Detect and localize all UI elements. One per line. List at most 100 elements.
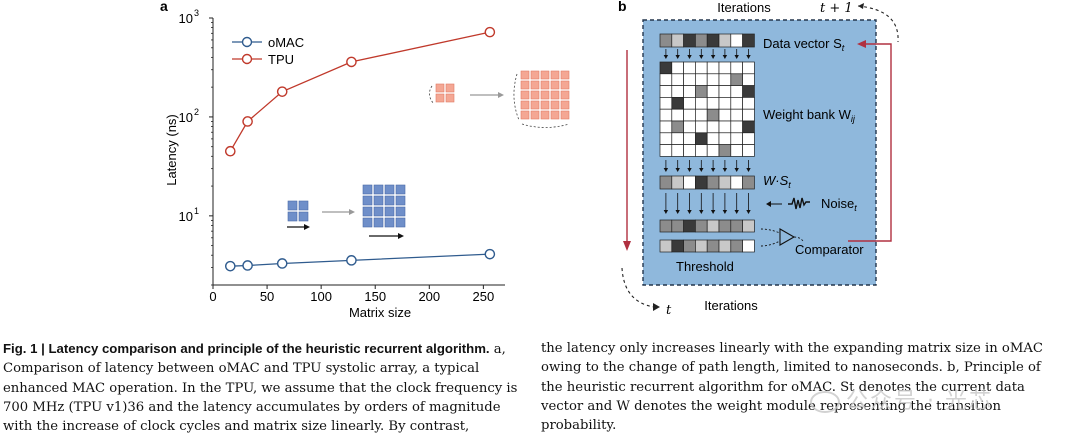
ws-vector-cells: [659, 175, 755, 190]
tpu-large-cell: [540, 90, 550, 100]
algorithm-diagram: Iterations Iterations t + 1 t Data vecto…: [621, 0, 899, 318]
tpu-large-cell: [550, 70, 560, 80]
weight-cell: [683, 61, 696, 75]
weight-cell: [706, 132, 720, 145]
weight-cell: [742, 61, 755, 75]
y-tick-label: 10: [179, 11, 193, 26]
weight-cell: [671, 61, 684, 75]
legend-omac-marker: [241, 36, 253, 48]
threshold-vector-cell: [718, 239, 732, 253]
ws-vector-cell: [671, 175, 684, 190]
noise-vector-cell: [730, 219, 743, 233]
ws-vector-cell: [695, 175, 708, 190]
weight-cell: [671, 97, 684, 110]
weight-cell: [683, 97, 696, 110]
omac-small-cell: [287, 211, 298, 222]
down-arrowhead: [675, 210, 680, 214]
weight-cell: [683, 85, 696, 98]
weight-cell: [671, 120, 684, 134]
threshold-vector-cells: [659, 239, 755, 253]
tpu-large-cell: [560, 100, 570, 110]
iterations-top-label: Iterations: [717, 0, 771, 15]
weight-cell: [706, 97, 720, 110]
omac-large-cell: [373, 184, 384, 195]
omac-data-point: [346, 255, 357, 266]
omac-large-flow-head: [398, 233, 404, 239]
tpu-large-cell: [520, 80, 530, 90]
weight-cell: [683, 120, 696, 134]
weight-cell: [706, 85, 720, 98]
tpu-grow-arrowhead: [498, 92, 504, 98]
weight-cell: [659, 61, 673, 75]
omac-large-cell: [373, 195, 384, 206]
omac-large-cell: [362, 195, 373, 206]
comparator-input-b: [760, 240, 781, 247]
y-tick-exponent: 2: [194, 107, 199, 117]
noise-vector-cell: [671, 219, 684, 233]
weight-cell: [706, 120, 720, 134]
omac-large-cell: [395, 206, 406, 217]
omac-data-point: [276, 258, 288, 269]
weight-cell: [718, 120, 732, 134]
caption-right-text: the latency only increases linearly with…: [541, 341, 1043, 434]
down-arrowhead: [699, 55, 704, 59]
down-arrowhead: [734, 210, 739, 214]
weight-cell: [742, 85, 755, 98]
omac-large-cell: [362, 184, 373, 195]
weight-cell: [730, 108, 743, 122]
ws-vector-cell: [730, 175, 743, 190]
weight-cell: [730, 120, 743, 134]
y-axis-label: Latency (ns): [164, 114, 179, 186]
data-vector-cell: [718, 33, 732, 48]
weight-cell: [718, 132, 732, 145]
tpu-data-point: [346, 56, 357, 68]
feedback-arrowhead: [857, 40, 866, 48]
weight-cell: [683, 144, 696, 157]
ws-vector-cell: [718, 175, 732, 190]
y-tick-exponent: 1: [194, 206, 199, 216]
weight-cell: [742, 144, 755, 157]
caption-right-column: the latency only increases linearly with…: [541, 339, 1061, 435]
series-layer: [225, 26, 496, 272]
noise-vector-cell: [742, 219, 755, 233]
down-arrowhead: [675, 55, 680, 59]
tpu-large-cell: [530, 70, 540, 80]
weight-cell: [742, 120, 755, 134]
next-iteration-arrow: [857, 5, 899, 43]
x-axis-label: Matrix size: [349, 305, 411, 320]
tpu-large-cell: [540, 100, 550, 110]
weight-cell: [730, 97, 743, 110]
down-arrowhead: [746, 210, 751, 214]
omac-large-cell: [362, 217, 373, 228]
weight-cell: [683, 132, 696, 145]
y-tick-label: 10: [179, 110, 193, 125]
down-arrowhead: [722, 55, 728, 59]
tpu-large-cell: [540, 80, 550, 90]
data-vector-cell: [659, 33, 673, 48]
weight-cell: [730, 144, 743, 157]
t-plus-1-label: t + 1: [820, 1, 853, 16]
wechat-icon: [810, 391, 840, 413]
tpu-small-cell: [445, 83, 455, 93]
weight-cell: [659, 73, 673, 86]
data-vector-cell: [730, 33, 743, 48]
iterations-bottom-label: Iterations: [704, 298, 758, 313]
tpu-large-cell: [540, 110, 550, 120]
weight-cell: [706, 61, 720, 75]
tpu-large-cell: [530, 80, 540, 90]
weight-cell: [695, 97, 708, 110]
weight-cell: [718, 97, 732, 110]
weight-cell: [695, 61, 708, 75]
ws-vector-cell: [659, 175, 673, 190]
weight-cell: [671, 144, 684, 157]
noise-vector-cell: [659, 219, 673, 233]
tpu-large-cell: [520, 110, 530, 120]
chart-axes: [209, 17, 505, 289]
omac-small-cell: [298, 200, 309, 211]
tpu-large-cell: [550, 80, 560, 90]
weight-cell: [742, 132, 755, 145]
tpu-large-cell: [520, 90, 530, 100]
feedback-arrow: [848, 43, 892, 242]
weight-cell: [730, 85, 743, 98]
